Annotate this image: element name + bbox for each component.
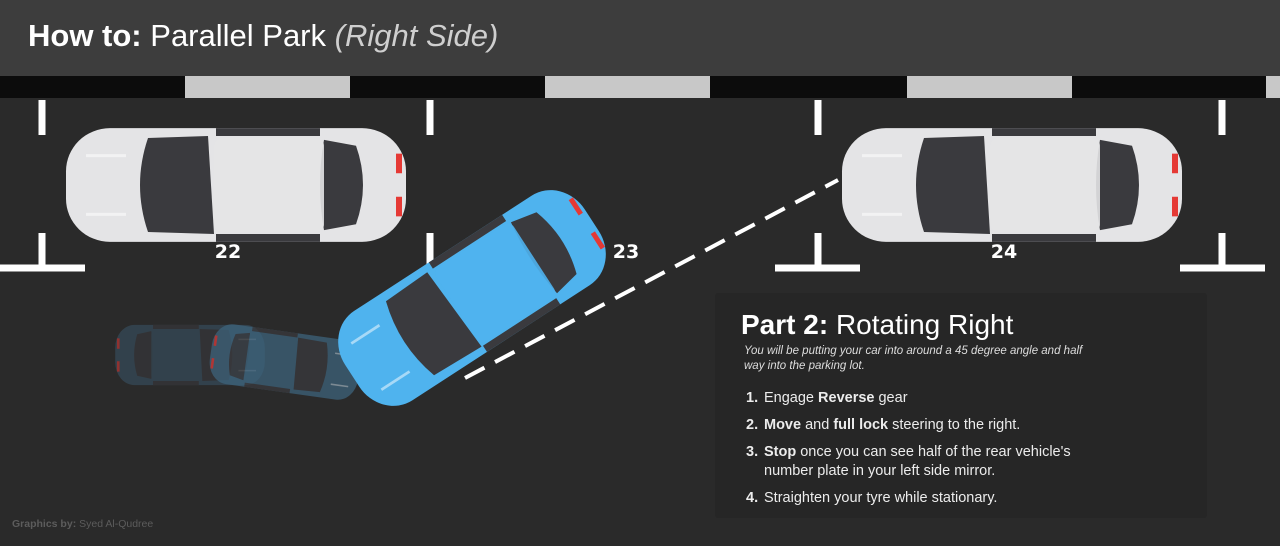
curb-stripe	[545, 76, 710, 98]
step-text-continued: number plate in your left side mirror.	[764, 463, 996, 479]
step-number: 4.	[746, 490, 759, 506]
step-bold: full lock	[833, 417, 889, 433]
curb	[0, 76, 1280, 98]
step-bold: Reverse	[818, 390, 875, 406]
parked-car-left	[64, 126, 408, 244]
panel-title-main: Rotating Right	[835, 309, 1014, 340]
step-item: 1. Engage Reverse gear	[746, 389, 1186, 408]
curb-stripe	[907, 76, 1072, 98]
steps-list: 1. Engage Reverse gear 2. Move and full lo…	[746, 389, 1186, 516]
step-text: gear	[874, 390, 908, 406]
step-number: 3.	[746, 444, 759, 460]
page-title: How to: Parallel Park (Right Side)	[28, 18, 498, 54]
step-item: 4. Straighten your tyre while stationary.	[746, 489, 1186, 508]
step-bold: Move	[764, 417, 802, 433]
guide-line	[464, 178, 839, 380]
title-prefix: How to:	[28, 18, 142, 53]
step-text: steering to the right.	[888, 417, 1021, 433]
step-text: Straighten your tyre while stationary.	[764, 490, 998, 506]
title-main: Parallel Park	[150, 18, 327, 53]
curb-stripe	[185, 76, 350, 98]
panel-title: Part 2: Rotating Right	[741, 309, 1013, 341]
panel-title-prefix: Part 2:	[741, 309, 829, 340]
step-text: and	[801, 417, 834, 433]
step-number: 1.	[746, 390, 759, 406]
bay-number-23: 23	[613, 241, 639, 263]
header-bar: How to: Parallel Park (Right Side)	[0, 0, 1280, 76]
title-suffix: (Right Side)	[334, 18, 499, 53]
panel-subtitle: You will be putting your car into around…	[744, 345, 1083, 372]
curb-stripe	[1266, 76, 1280, 98]
credit-author: Syed Al-Qudree	[79, 518, 154, 530]
step-bold: Stop	[764, 444, 797, 460]
bay-number-22: 22	[215, 241, 241, 263]
credit: Graphics by: Syed Al-Qudree	[12, 518, 153, 530]
bay-number-24: 24	[991, 241, 1017, 263]
instruction-panel: Part 2: Rotating Right You will be putti…	[715, 293, 1207, 518]
step-number: 2.	[746, 417, 759, 433]
step-item: 2. Move and full lock steering to the rig…	[746, 416, 1186, 435]
credit-label: Graphics by:	[12, 518, 77, 530]
step-item: 3. Stop once you can see half of the rear…	[746, 443, 1186, 481]
step-text: once you can see half of the rear vehicl…	[796, 444, 1071, 460]
step-text: Engage	[764, 390, 819, 406]
parked-car-right	[840, 126, 1184, 244]
bay-lines	[0, 100, 1265, 272]
